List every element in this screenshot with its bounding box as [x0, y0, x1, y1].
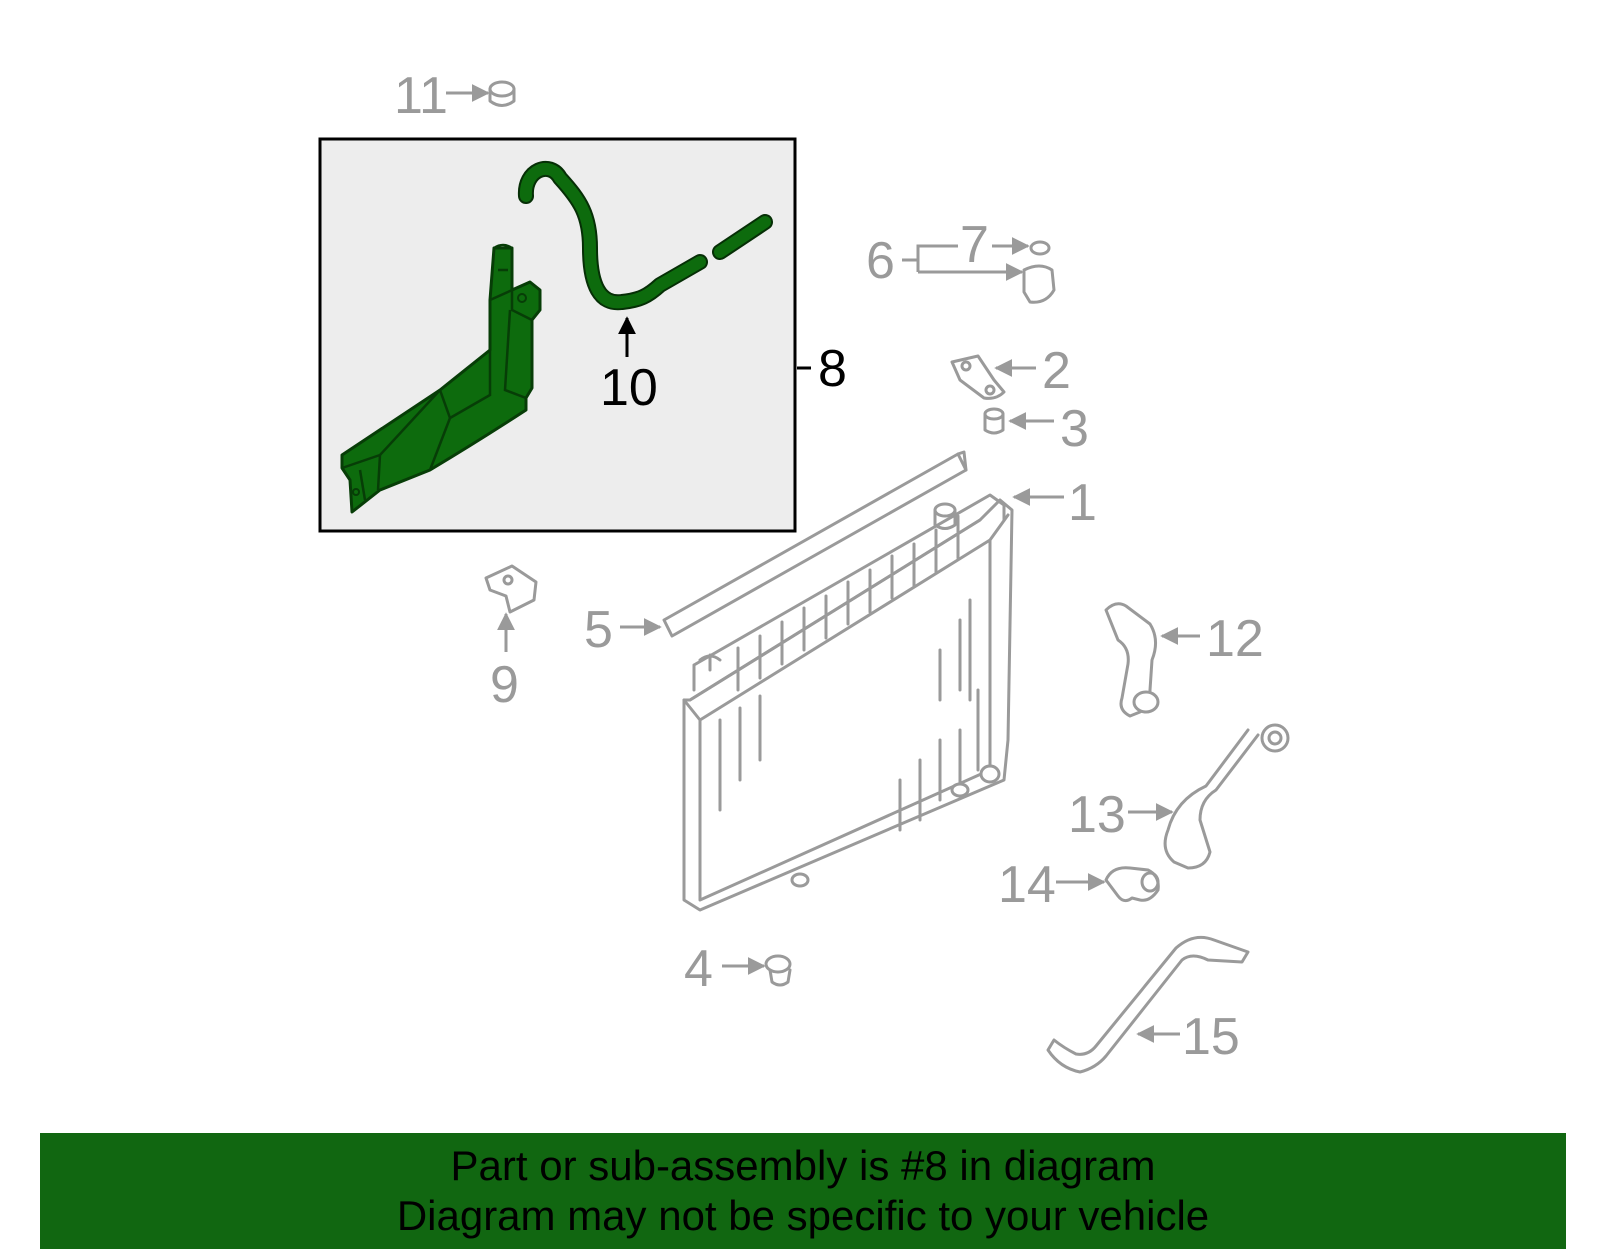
callout-8: 8 [818, 340, 847, 398]
part-8-reservoir-tank [340, 243, 542, 514]
callout-5: 5 [584, 601, 613, 659]
banner-line-2: Diagram may not be specific to your vehi… [396, 1192, 1210, 1239]
part-6-7-clip [1022, 240, 1056, 304]
info-banner: Part or sub-assembly is #8 in diagram Di… [40, 1133, 1566, 1249]
part-15-hose [1046, 935, 1250, 1074]
callout-4: 4 [684, 940, 713, 998]
callout-15: 15 [1182, 1008, 1240, 1066]
callout-12: 12 [1206, 610, 1264, 668]
callout-2: 2 [1042, 342, 1071, 400]
callout-6: 6 [866, 232, 895, 290]
part-1-radiator [682, 493, 1014, 912]
callout-11: 11 [394, 67, 448, 125]
part-10-hose [518, 160, 773, 311]
callout-1: 1 [1068, 474, 1097, 532]
banner-line-1: Part or sub-assembly is #8 in diagram [450, 1142, 1156, 1189]
callout-9: 9 [490, 656, 519, 714]
callout-3: 3 [1060, 400, 1089, 458]
callout-7: 7 [960, 216, 989, 274]
part-2-bracket [950, 354, 1006, 400]
callout-10: 10 [600, 359, 658, 417]
part-12-hose [1104, 602, 1160, 718]
leader-6 [902, 244, 958, 262]
part-9-bracket [484, 564, 538, 614]
part-5-seal-strip [662, 450, 968, 638]
part-3-bushing [983, 407, 1005, 435]
callout-14: 14 [998, 856, 1056, 914]
part-11-cap [488, 80, 516, 107]
callout-13: 13 [1068, 786, 1126, 844]
part-14-hose [1104, 866, 1160, 903]
part-13-hose [1163, 723, 1290, 870]
part-4-plug [764, 954, 792, 987]
